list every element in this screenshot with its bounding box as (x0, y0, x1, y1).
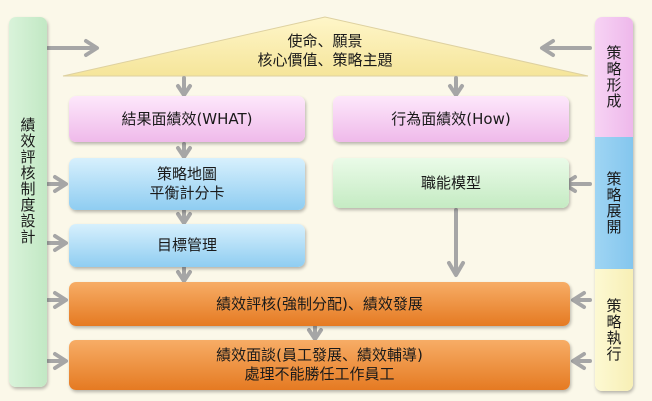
right-segment-execution: 策略執行 (595, 269, 633, 391)
behavior-kpi-box: 行為面績效(How) (333, 96, 569, 142)
appraisal-box: 績效評核(強制分配)、績效發展 (69, 282, 570, 326)
results-kpi-label: 結果面績效(WHAT) (121, 109, 253, 128)
left-column-label: 績效評核制度設計 (18, 117, 37, 245)
right-segment-deployment: 策略展開 (595, 137, 633, 269)
mbo-box: 目標管理 (69, 224, 305, 267)
interview-line-2: 處理不能勝任工作員工 (244, 365, 395, 383)
results-kpi-box: 結果面績效(WHAT) (69, 96, 305, 142)
right-segment-formation: 策略形成 (595, 17, 633, 137)
roof-line-2: 核心價值、策略主題 (257, 51, 393, 69)
interview-line-1: 績效面談(員工發展、績效輔導) (216, 346, 423, 364)
right-label-execution: 策略執行 (604, 298, 623, 362)
competency-model-label: 職能模型 (420, 173, 481, 192)
strategy-map-line-1: 策略地圖 (156, 165, 217, 183)
mbo-label: 目標管理 (156, 236, 217, 254)
strategy-map-line-2: 平衡計分卡 (149, 184, 225, 202)
right-column: 策略形成 策略展開 策略執行 (595, 17, 633, 391)
left-column: 績效評核制度設計 (9, 17, 47, 387)
roof-triangle (62, 16, 589, 77)
strategy-map-box: 策略地圖 平衡計分卡 (69, 158, 305, 210)
roof-text: 使命、願景 核心價值、策略主題 (120, 32, 530, 70)
right-label-formation: 策略形成 (604, 45, 623, 109)
right-label-deployment: 策略展開 (604, 171, 623, 235)
interview-box: 績效面談(員工發展、績效輔導) 處理不能勝任工作員工 (69, 340, 570, 390)
competency-model-box: 職能模型 (333, 158, 569, 208)
appraisal-label: 績效評核(強制分配)、績效發展 (216, 294, 423, 313)
roof-line-1: 使命、願景 (287, 32, 363, 50)
behavior-kpi-label: 行為面績效(How) (391, 109, 511, 128)
